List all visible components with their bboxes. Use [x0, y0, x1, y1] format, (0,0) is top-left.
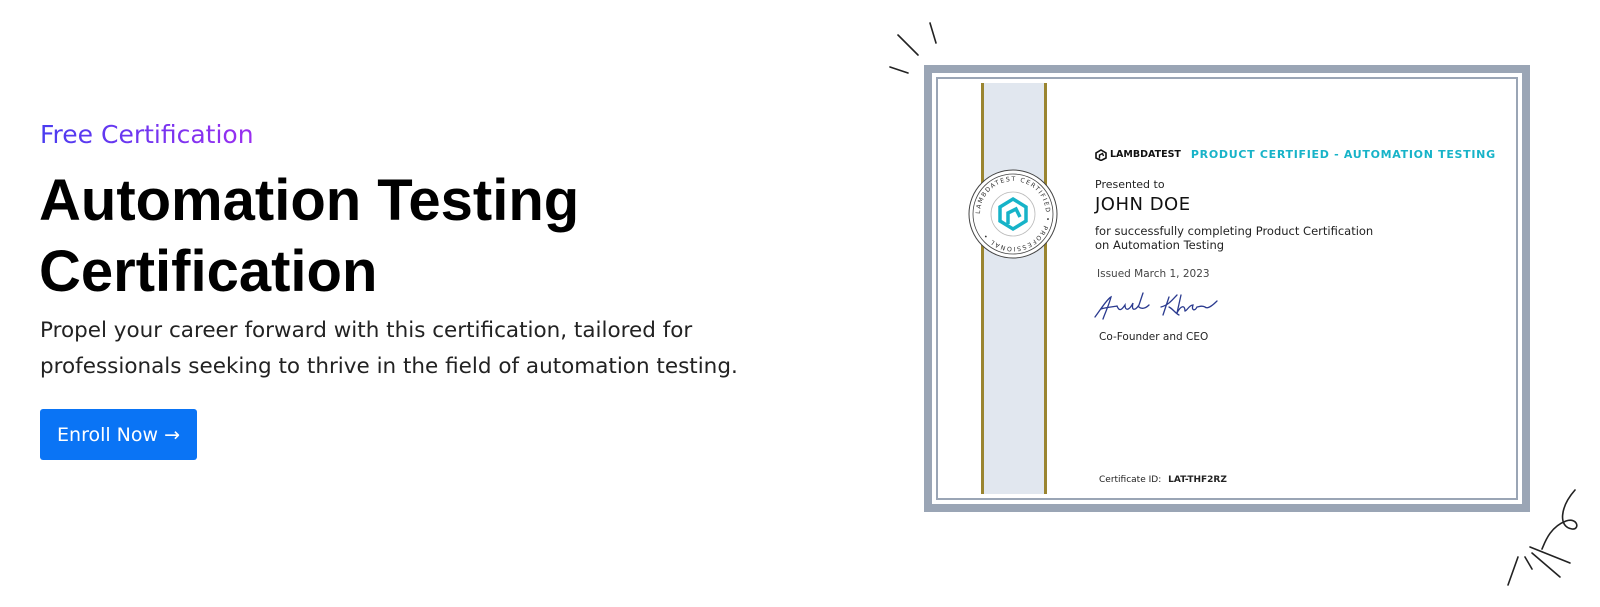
title-line-2: Certification [39, 239, 378, 304]
brand-logo: LAMBDATEST [1095, 148, 1181, 161]
certified-seal-icon: LAMBDATEST CERTIFIED • PROFESSIONAL • [968, 169, 1058, 259]
sparkle-lines-icon [889, 22, 937, 74]
certificate-id-label: Certificate ID: [1099, 475, 1162, 485]
reason-line-1: for successfully completing Product Cert… [1095, 224, 1374, 238]
enroll-now-label: Enroll Now [57, 423, 159, 446]
recipient-name: JOHN DOE [1095, 194, 1191, 215]
page-title: Automation Testing Certification [39, 165, 739, 307]
title-line-1: Automation Testing [39, 168, 580, 233]
eyebrow-label: Free Certification [40, 120, 254, 149]
lambdatest-logo-icon [1095, 148, 1107, 161]
certificate-border: LAMBDATEST CERTIFIED • PROFESSIONAL • LA… [936, 77, 1518, 500]
certificate-ribbon [981, 83, 1047, 494]
certificate-id: Certificate ID: LAT-THF2RZ [1099, 475, 1227, 485]
reason-line-2: on Automation Testing [1095, 238, 1225, 252]
signer-title: Co-Founder and CEO [1099, 331, 1209, 343]
certificate-program: PRODUCT CERTIFIED - AUTOMATION TESTING [1190, 148, 1496, 161]
signature-image [1094, 292, 1218, 320]
certificate-header: LAMBDATEST PRODUCT CERTIFIED - AUTOMATIO… [1095, 148, 1496, 161]
presented-label: Presented to [1095, 178, 1165, 191]
hero-description: Propel your career forward with this cer… [40, 318, 738, 379]
certificate-reason: for successfully completing Product Cert… [1095, 224, 1395, 252]
certificate-image: LAMBDATEST CERTIFIED • PROFESSIONAL • LA… [924, 65, 1530, 512]
enroll-now-button[interactable]: Enroll Now → [40, 409, 197, 460]
certificate-id-value: LAT-THF2RZ [1168, 475, 1227, 485]
brand-name: LAMBDATEST [1110, 149, 1181, 160]
certificate-paper: LAMBDATEST CERTIFIED • PROFESSIONAL • LA… [932, 73, 1522, 504]
arrow-right-icon: → [164, 423, 180, 446]
issued-date: Issued March 1, 2023 [1097, 268, 1210, 280]
sparkle-swirl-icon [1507, 489, 1578, 586]
